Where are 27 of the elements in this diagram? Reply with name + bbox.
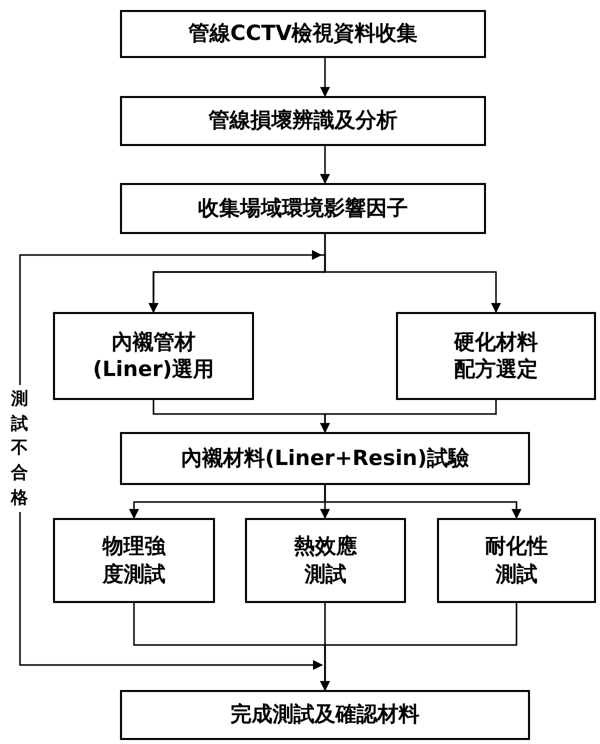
box-label: 物理強度測試	[102, 533, 166, 588]
edge-label: 測試不合格	[9, 385, 30, 512]
process-box	[437, 518, 596, 603]
box-label: 管線損壞辨識及分析	[208, 107, 398, 134]
arrow	[320, 400, 497, 433]
arrow	[324, 234, 501, 313]
box-label: 管線CCTV檢視資料收集	[188, 20, 418, 48]
box-label: 收集場域環境影響因子	[198, 194, 408, 222]
arrow	[320, 58, 330, 97]
box-label: 內襯管材(Liner)選用	[92, 328, 216, 383]
box-label: 耐化性測試	[485, 533, 548, 588]
process-box	[120, 96, 486, 146]
arrow	[320, 603, 518, 691]
process-box	[396, 312, 596, 400]
box-label: 內襯材料(Liner+Resin)試驗	[181, 444, 469, 472]
process-box	[120, 690, 530, 740]
process-box	[120, 432, 530, 485]
process-box	[245, 518, 406, 603]
arrow	[324, 485, 522, 519]
process-box	[53, 518, 215, 603]
arrow	[320, 146, 330, 184]
process-box	[120, 183, 486, 234]
process-box	[53, 312, 254, 400]
box-label: 硬化材料配方選定	[454, 328, 538, 383]
box-label: 熱效應測試	[294, 533, 357, 588]
box-label: 完成測試及確認材料	[230, 701, 420, 728]
process-box	[120, 10, 486, 58]
